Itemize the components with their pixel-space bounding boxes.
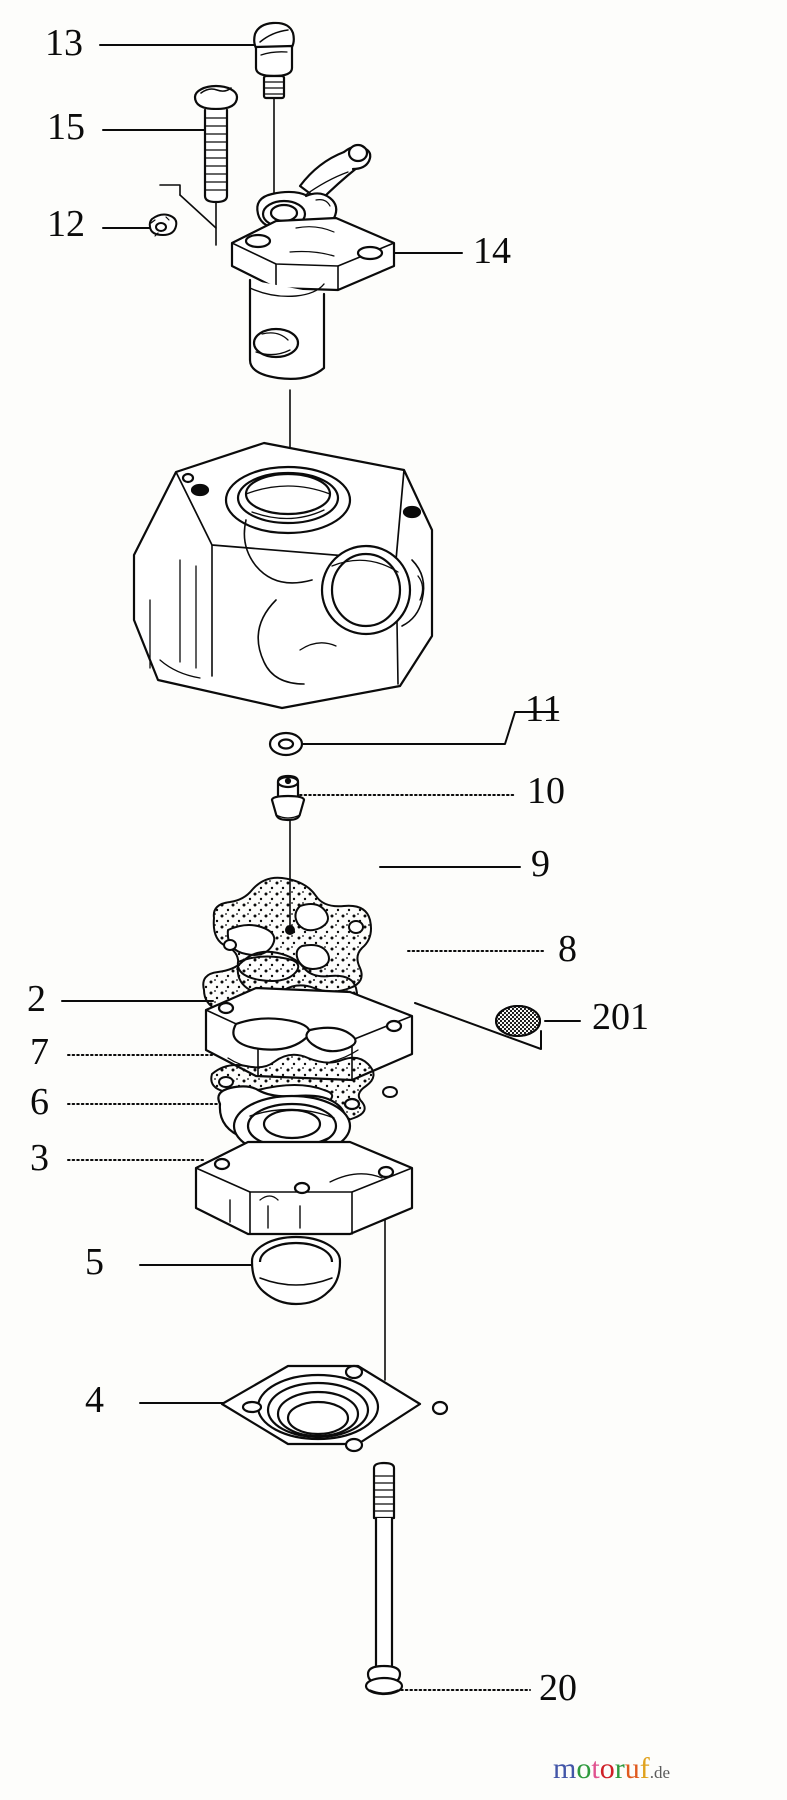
logo-letter-m: m [553, 1752, 577, 1785]
part-14-carburetor-upper-body [230, 143, 396, 380]
part-20-mounting-bolt [364, 1461, 404, 1696]
callout-10: 10 [527, 770, 565, 812]
logo-letter-f: f [639, 1752, 650, 1785]
callout-12: 12 [47, 203, 85, 245]
leader-201-hook [414, 1002, 542, 1050]
part-5-float-bowl-cup [250, 1235, 342, 1306]
callout-2: 2 [27, 978, 46, 1020]
callout-14: 14 [473, 230, 511, 272]
part-15-screw [193, 84, 239, 204]
logo-domain-suffix: .de [649, 1763, 670, 1782]
logo-letter-u: u [624, 1752, 640, 1785]
part-4-insulator-flange-gasket [220, 1364, 449, 1453]
bracket-12 [159, 184, 181, 196]
part-13-fuel-inlet-fitting [253, 21, 295, 100]
callout-20: 20 [539, 1667, 577, 1709]
callout-201: 201 [592, 996, 649, 1038]
callout-3: 3 [30, 1137, 49, 1179]
leader-11 [291, 711, 559, 745]
tick-12-pointer [179, 194, 217, 229]
callout-11: 11 [525, 688, 562, 730]
motoruf-logo: motoruf.de [553, 1752, 670, 1786]
callout-7: 7 [30, 1031, 49, 1073]
logo-letter-r: r [614, 1752, 625, 1785]
logo-letter-t: t [591, 1752, 600, 1785]
logo-letter-o1: o [576, 1752, 592, 1785]
part-10-main-jet [270, 774, 306, 822]
logo-letter-o2: o [599, 1752, 615, 1785]
part-3-carburetor-lower-body [194, 1140, 414, 1236]
part-12-lock-washer [148, 213, 178, 237]
callout-4: 4 [85, 1379, 104, 1421]
callout-13: 13 [45, 22, 83, 64]
callout-9: 9 [531, 843, 550, 885]
part-201-fuel-screen-filter [495, 1005, 541, 1037]
callout-6: 6 [30, 1081, 49, 1123]
part-2-pump-body [204, 986, 414, 1082]
callout-15: 15 [47, 106, 85, 148]
callout-8: 8 [558, 928, 577, 970]
leader-lines [61, 44, 581, 1691]
main-carburetor-body [132, 441, 434, 710]
callout-5: 5 [85, 1241, 104, 1283]
part-11-o-ring [268, 731, 304, 757]
